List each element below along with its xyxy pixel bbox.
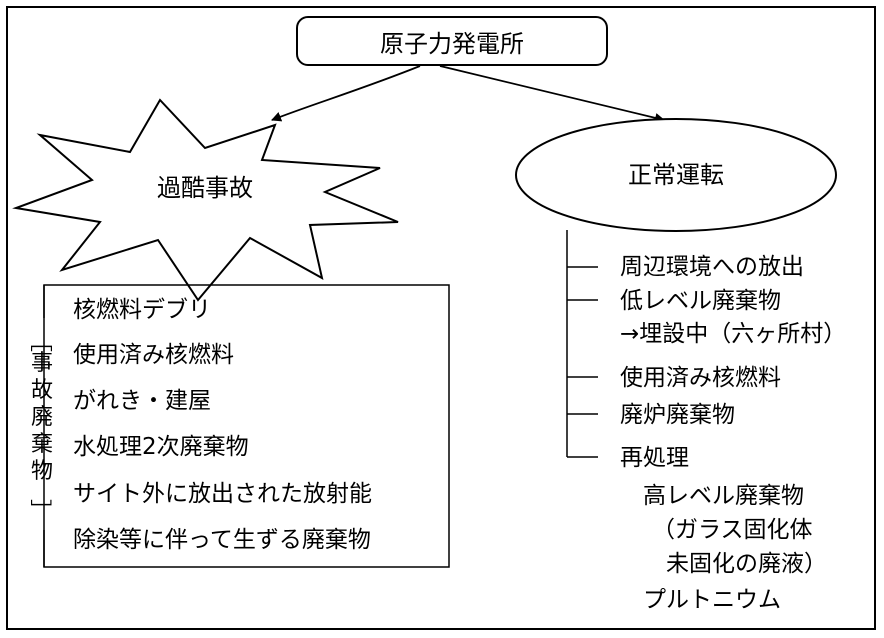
accident-starburst bbox=[12, 98, 399, 302]
accident-waste-item: 水処理2次廃棄物 bbox=[73, 434, 249, 460]
vertical-char: 事 bbox=[30, 351, 53, 376]
normal-item-plutonium: プルトニウム bbox=[643, 587, 781, 613]
accident-waste-item: 使用済み核燃料 bbox=[73, 342, 234, 368]
normal-node-label: 正常運転 bbox=[628, 161, 724, 189]
arrow-to-accident bbox=[271, 65, 421, 122]
normal-item-low-level-waste: 低レベル廃棄物 bbox=[620, 288, 781, 314]
vertical-char: 物 bbox=[30, 459, 53, 484]
normal-item-high-level-waste: 高レベル廃棄物 bbox=[643, 483, 804, 509]
accident-waste-item: 除染等に伴って生ずる廃棄物 bbox=[73, 527, 371, 553]
accident-waste-box bbox=[43, 284, 450, 568]
normal-item-environmental-release: 周辺環境への放出 bbox=[620, 254, 804, 280]
normal-ellipse bbox=[515, 118, 837, 232]
accident-waste-vertical-label: 事 故 廃 棄 物 bbox=[28, 350, 56, 485]
root-node-label: 原子力発電所 bbox=[380, 29, 524, 58]
vertical-char: 廃 bbox=[30, 405, 53, 430]
normal-item-low-level-disposal: →埋設中（六ヶ所村） bbox=[620, 321, 847, 347]
normal-item-decommissioning-waste: 廃炉廃棄物 bbox=[620, 402, 735, 428]
normal-item-spent-fuel: 使用済み核燃料 bbox=[620, 365, 781, 391]
bracket-close: ］ bbox=[27, 498, 52, 521]
diagram-frame bbox=[6, 6, 876, 630]
normal-item-liquid-waste: 未固化の廃液） bbox=[666, 551, 827, 577]
vertical-char: 故 bbox=[30, 378, 53, 403]
accident-waste-item: 核燃料デブリ bbox=[73, 297, 211, 323]
accident-node-label: 過酷事故 bbox=[157, 174, 253, 202]
accident-waste-item: サイト外に放出された放射能 bbox=[73, 481, 372, 507]
arrow-to-normal bbox=[439, 65, 665, 123]
normal-item-vitrified: （ガラス固化体 bbox=[652, 517, 813, 543]
normal-item-reprocessing: 再処理 bbox=[620, 445, 689, 471]
root-node-nuclear-plant: 原子力発電所 bbox=[296, 16, 608, 66]
vertical-char: 棄 bbox=[30, 432, 53, 457]
accident-waste-item: がれき・建屋 bbox=[73, 388, 211, 414]
